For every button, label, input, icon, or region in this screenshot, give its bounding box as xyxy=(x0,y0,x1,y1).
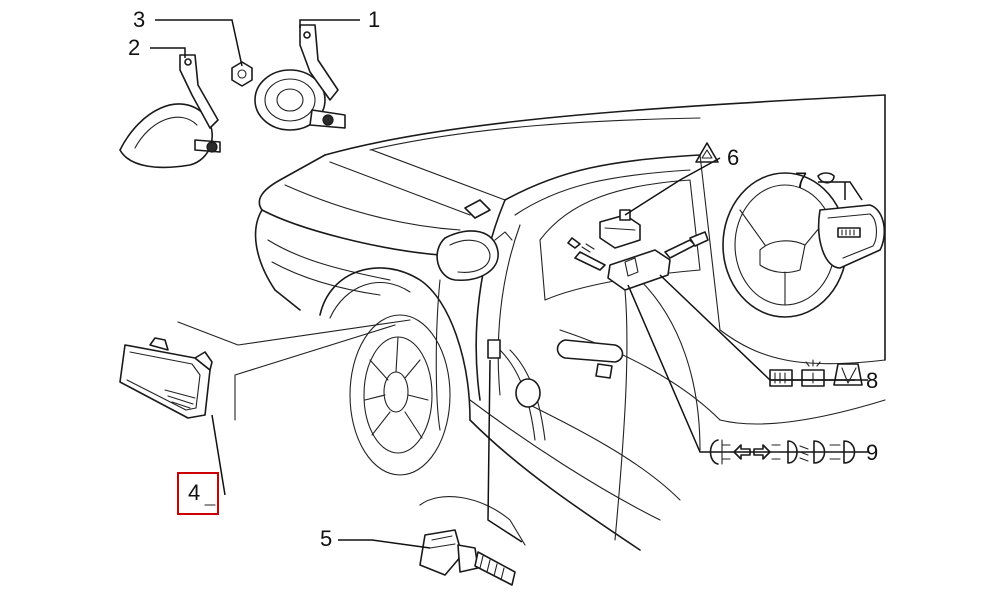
car-body xyxy=(254,94,886,551)
callout-9: 9 xyxy=(866,440,878,465)
hazard-warning-icon xyxy=(695,142,719,163)
interior-light-icon xyxy=(801,359,825,387)
nut-part-3 xyxy=(231,61,253,87)
steering-wheel-part-7 xyxy=(722,172,886,318)
turn-signal-left-icon xyxy=(733,444,751,460)
windshield-wiper-icon xyxy=(833,363,863,386)
side-mirror xyxy=(436,199,513,281)
horn-icon xyxy=(817,172,835,184)
callout-1: 1 xyxy=(368,7,380,32)
callout-3: 3 xyxy=(133,7,145,32)
door-switch-part-5 xyxy=(419,496,526,586)
front-fog-light-icon xyxy=(771,440,798,464)
callout-4-highlight xyxy=(177,472,219,515)
callout-5: 5 xyxy=(320,526,332,551)
callout-4: 4 xyxy=(188,480,200,505)
high-beam-icon xyxy=(829,440,856,464)
hazard-switch-part-6 xyxy=(599,209,641,249)
turn-signal-right-icon xyxy=(753,444,771,460)
side-repeater-part-4 xyxy=(119,319,411,421)
rear-defrost-icon xyxy=(769,369,793,387)
rear-fog-light-icon xyxy=(709,439,731,465)
callout-6: 6 xyxy=(727,145,739,170)
callout-2: 2 xyxy=(128,35,140,60)
low-beam-icon xyxy=(799,440,826,464)
horn-part-2 xyxy=(119,54,221,169)
callout-7: 7 xyxy=(795,168,807,193)
callout-8: 8 xyxy=(866,368,878,393)
steering-column-switch xyxy=(567,231,709,291)
horn-part-1 xyxy=(254,24,346,131)
